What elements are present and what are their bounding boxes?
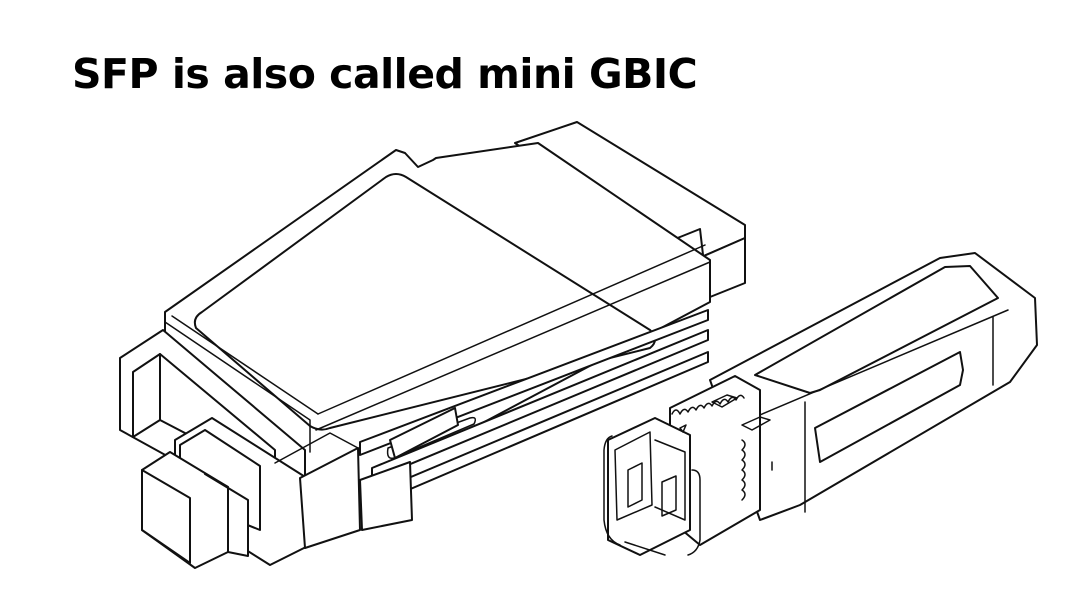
page-title: SFP is also called mini GBIC [72,50,698,98]
sfp-module [604,253,1037,555]
gbic-module [120,122,745,568]
